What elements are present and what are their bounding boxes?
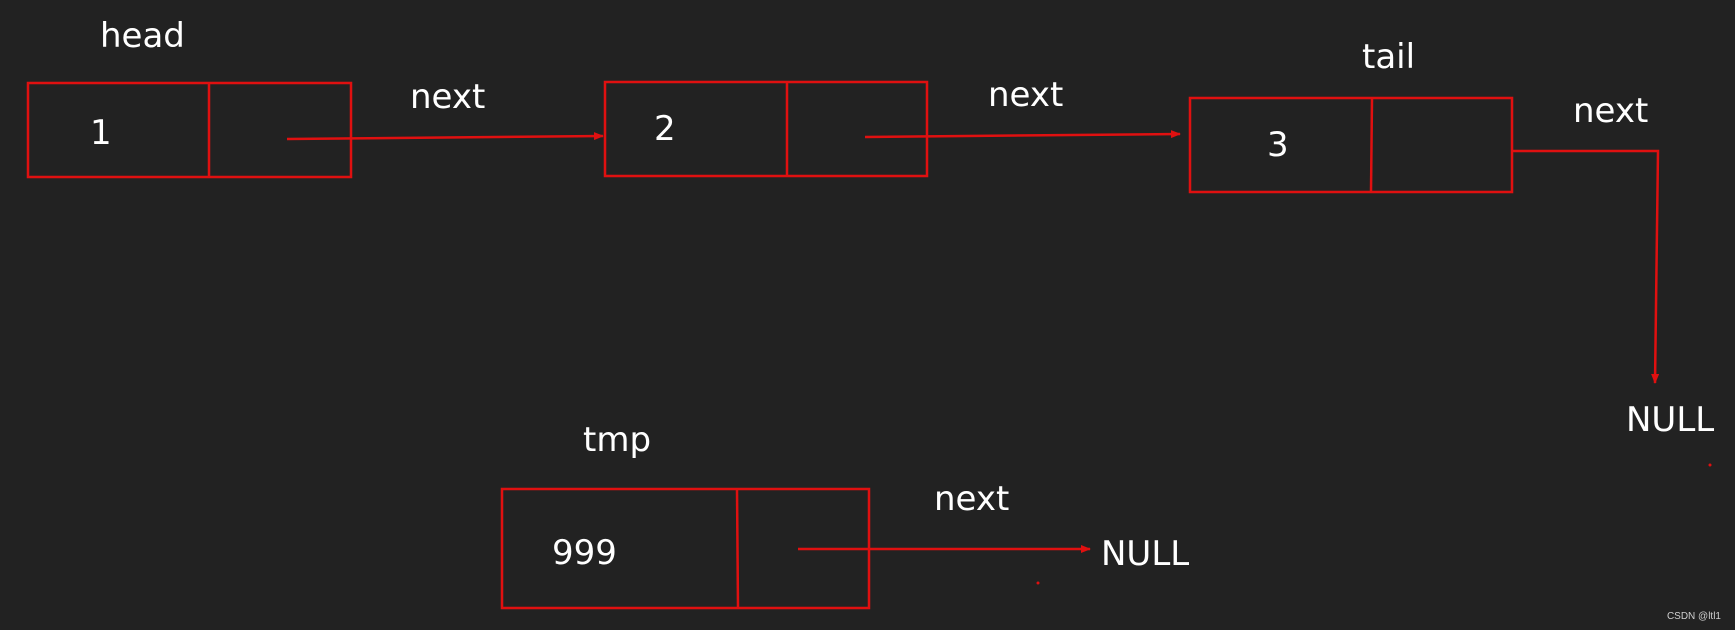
node-1-value: 1	[90, 113, 112, 153]
node-3-next-label: next	[1573, 91, 1648, 131]
null-label-2: NULL	[1101, 534, 1189, 574]
tmp-pointer-label: tmp	[583, 420, 651, 460]
node-3-value: 3	[1267, 125, 1289, 165]
node-3: tail 3 next NULL	[1188, 37, 1714, 440]
stray-dot	[1708, 463, 1712, 467]
head-pointer-label: head	[100, 16, 185, 56]
node-tmp-value: 999	[552, 533, 617, 573]
node-2-value: 2	[654, 109, 676, 149]
node-2-next-label: next	[988, 75, 1063, 115]
tail-pointer-label: tail	[1362, 37, 1415, 77]
node-1-next-arrow	[286, 132, 604, 141]
stray-dot	[1036, 581, 1040, 585]
node-3-next-arrow	[1512, 149, 1660, 384]
node-1-next-label: next	[410, 77, 485, 117]
node-3-divider	[1369, 97, 1374, 193]
watermark: CSDN @ltl1	[1666, 611, 1721, 622]
node-tmp-next-label: next	[934, 479, 1009, 519]
node-1: head 1 next	[26, 16, 604, 179]
node-3-box	[1188, 96, 1514, 194]
node-1-box	[26, 81, 353, 179]
null-label-1: NULL	[1626, 400, 1714, 440]
node-tmp: tmp 999 next NULL	[500, 420, 1189, 610]
node-2-box	[603, 80, 929, 178]
node-tmp-divider	[735, 488, 740, 609]
node-2: 2 next	[603, 75, 1181, 178]
node-2-next-arrow	[864, 130, 1181, 139]
